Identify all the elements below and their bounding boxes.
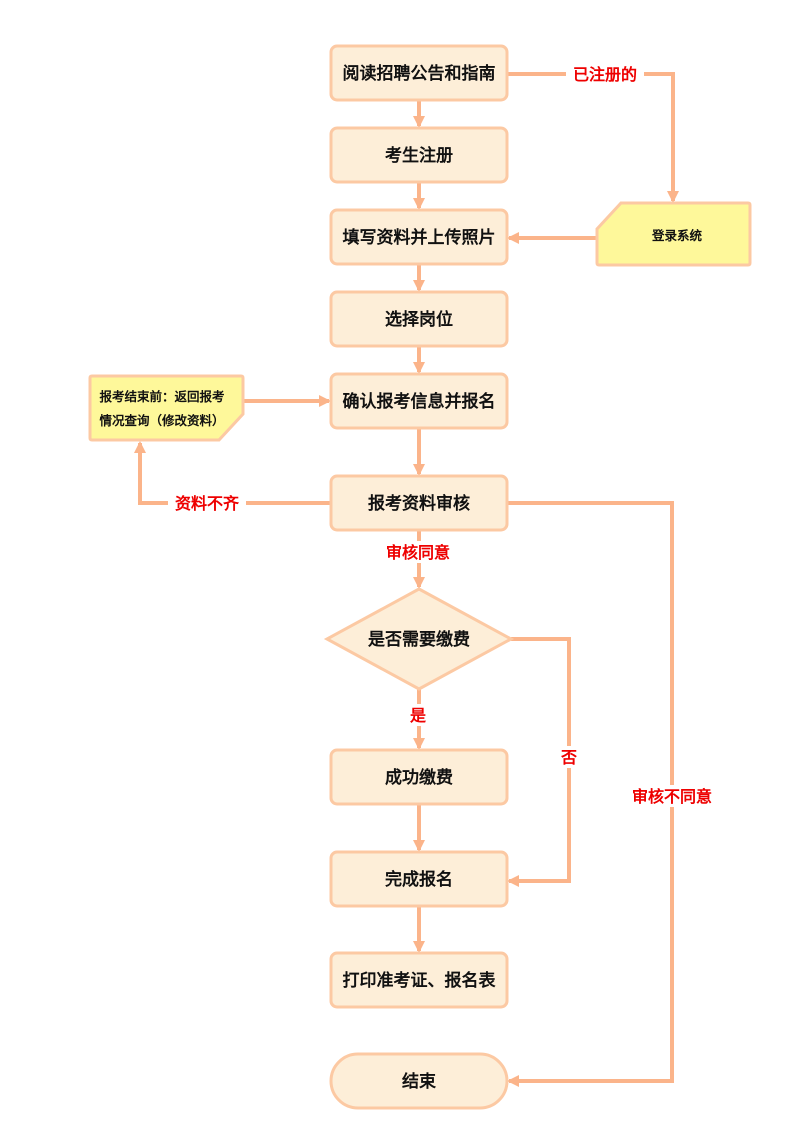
node-complete: 完成报名 [329,850,509,908]
edge-read-to-login [507,72,679,203]
node-return-note: 报考结束前：返回报考 情况查询（修改资料） [88,374,245,442]
node-choose-post-label: 选择岗位 [385,309,453,330]
nodes: 阅读招聘公告和指南 考生注册 填写资料并上传照片 登录系统 选择岗位 确认报考信… [88,44,752,1110]
node-login-label: 登录系统 [651,228,703,243]
node-read-notice-label: 阅读招聘公告和指南 [343,63,496,84]
node-end-terminal: 结束 [329,1052,509,1110]
edge-label-incomplete: 资料不齐 [175,494,240,513]
node-paid-label: 成功缴费 [385,767,453,788]
edge-label-registered: 已注册的 [573,65,637,84]
edge-review-to-note [134,441,331,505]
node-confirm-label: 确认报考信息并报名 [343,391,496,412]
node-need-pay-decision: 是否需要缴费 [323,587,515,691]
node-print: 打印准考证、报名表 [329,951,509,1009]
edge-label-yes: 是 [409,706,426,725]
node-read-notice: 阅读招聘公告和指南 [329,44,509,102]
edge-label-rejected: 审核不同意 [632,787,712,806]
node-login: 登录系统 [595,201,752,267]
node-fill-info: 填写资料并上传照片 [329,208,509,266]
node-print-label: 打印准考证、报名表 [343,970,497,991]
node-fill-info-label: 填写资料并上传照片 [343,227,496,248]
node-return-note-line1: 报考结束前：返回报考 [99,389,224,404]
edge-label-approved: 审核同意 [386,543,450,562]
edge-label-no: 否 [560,748,577,767]
node-complete-label: 完成报名 [385,869,453,890]
node-confirm: 确认报考信息并报名 [329,372,509,430]
node-register-label: 考生注册 [384,145,453,166]
edge-labels: 已注册的 资料不齐 审核同意 是 否 审核不同意 [168,64,720,807]
node-review: 报考资料审核 [329,474,509,532]
node-choose-post: 选择岗位 [329,290,509,348]
node-need-pay-label: 是否需要缴费 [368,629,470,650]
node-end-label: 结束 [402,1071,436,1092]
node-return-note-line2: 情况查询（修改资料） [99,413,224,428]
node-paid: 成功缴费 [329,748,509,806]
node-register: 考生注册 [329,126,509,184]
node-review-label: 报考资料审核 [368,493,470,514]
